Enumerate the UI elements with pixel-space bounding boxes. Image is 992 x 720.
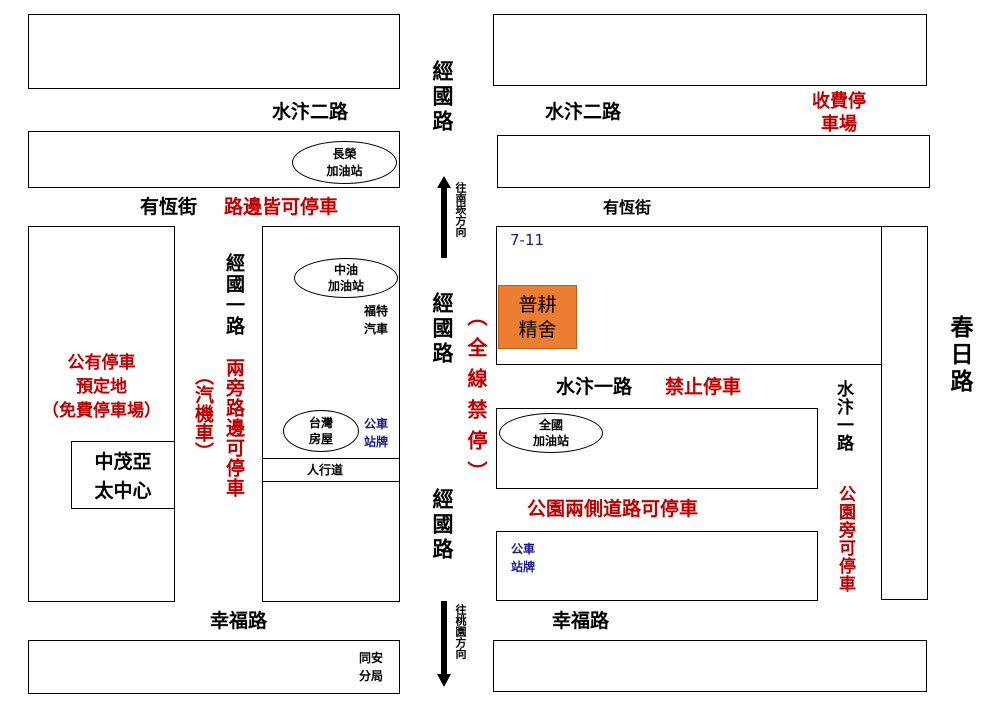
road-jingguo-bottom: 經國路 bbox=[430, 488, 455, 563]
bus-stop-2: 公車 站牌 bbox=[511, 542, 536, 574]
road-xingfu-right: 幸福路 bbox=[552, 610, 610, 632]
full-line-no-stopping: ︵全線禁停︶ bbox=[464, 306, 488, 492]
taiwan-house: 台灣 房屋 bbox=[283, 410, 359, 452]
public-parking-lot: 公有停車 預定地 （免費停車場） bbox=[42, 353, 161, 421]
park-sides-parking-note: 公園兩側道路可停車 bbox=[527, 498, 699, 520]
changrong-gas-station: 長榮 加油站 bbox=[292, 141, 397, 184]
ford-dealer: 福特 汽車 bbox=[364, 304, 389, 336]
road-youheng-right: 有恆街 bbox=[603, 198, 652, 217]
bus-stop-1: 公車 站牌 bbox=[364, 417, 389, 449]
jingguo1-vehicle-note: （汽機車） bbox=[192, 366, 214, 461]
police-station: 同安 分局 bbox=[359, 651, 384, 683]
seven-eleven-label: 7-11 bbox=[510, 231, 545, 249]
road-shuiwei1-vertical: 水汴一路 bbox=[833, 380, 853, 452]
road-xingfu-left: 幸福路 bbox=[210, 610, 268, 632]
road-jingguo1: 經國一路 bbox=[223, 253, 245, 337]
youheng-parking-note: 路邊皆可停車 bbox=[224, 196, 339, 218]
paid-parking-lot: 收費停 車場 bbox=[812, 91, 866, 136]
sidewalk-strip bbox=[262, 458, 400, 482]
block-public-parking bbox=[28, 226, 175, 602]
block-top-left bbox=[28, 14, 400, 89]
road-shuiwei2-left: 水汴二路 bbox=[272, 101, 349, 123]
block-park-bottom bbox=[496, 531, 818, 601]
road-chunri: 春日路 bbox=[946, 315, 973, 396]
block-bottom-left bbox=[28, 640, 400, 694]
destination-puchuan: 普耕 精舍 bbox=[498, 285, 577, 349]
park-side-parking-note: 公園旁可停車 bbox=[835, 485, 855, 593]
road-jingguo-top: 經國路 bbox=[430, 60, 455, 135]
road-shuiwei2-right: 水汴二路 bbox=[545, 101, 622, 123]
block-right-side bbox=[881, 226, 928, 600]
north-arrow-icon bbox=[437, 176, 451, 258]
block-top-right bbox=[493, 14, 927, 86]
direction-north: 往南崁方向 bbox=[454, 182, 467, 237]
sidewalk-label: 人行道 bbox=[307, 463, 344, 477]
road-shuiwei1: 水汴一路 bbox=[556, 376, 633, 398]
south-arrow-icon bbox=[437, 601, 451, 687]
block-bottom-right bbox=[493, 640, 927, 692]
road-youheng-left: 有恆街 bbox=[140, 196, 198, 218]
block-row2-right bbox=[497, 135, 930, 188]
direction-south: 往桃園方向 bbox=[454, 604, 467, 659]
jingguo1-parking-note: 兩旁路邊可停車 bbox=[223, 358, 245, 498]
road-jingguo-mid: 經國路 bbox=[430, 292, 455, 367]
quanguo-gas-station: 全國 加油站 bbox=[499, 413, 603, 453]
no-parking-note: 禁止停車 bbox=[665, 376, 742, 398]
zhongmao-building: 中茂亞 太中心 bbox=[71, 441, 175, 509]
cpc-gas-station: 中油 加油站 bbox=[294, 258, 398, 298]
